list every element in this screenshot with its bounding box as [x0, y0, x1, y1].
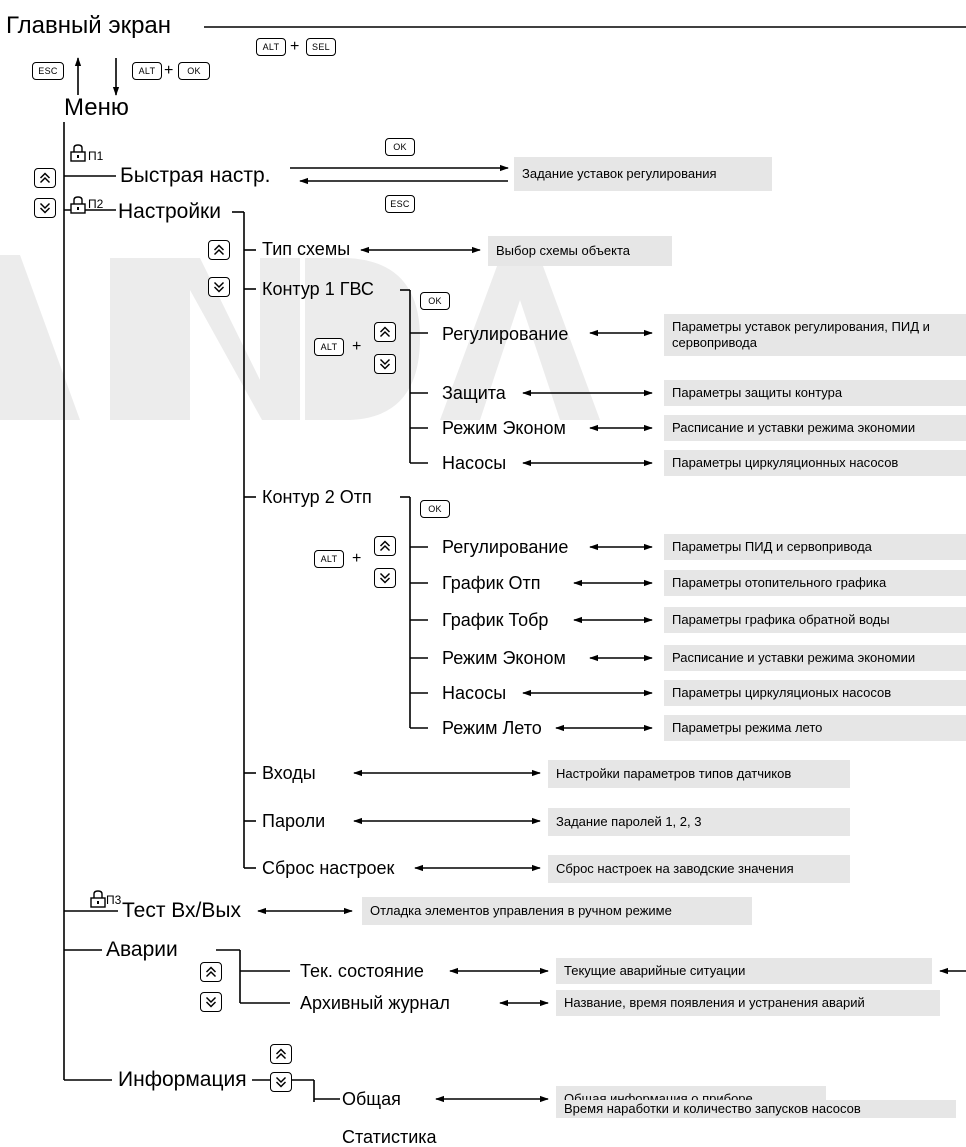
access-level-p3: П3 [106, 893, 122, 907]
menu-tree-connectors [63, 26, 966, 1103]
circuit2-economy-description: Расписание и уставки режима экономии [664, 645, 966, 671]
circuit1-regulation-description: Параметры уставок регулирования, ПИД и с… [664, 314, 966, 356]
circuit1-item-protection[interactable]: Защита [442, 383, 506, 403]
access-level-p1: П1 [88, 149, 104, 163]
ok-key: OK [420, 500, 450, 518]
inputs-description: Настройки параметров типов датчиков [548, 760, 850, 788]
lock-icon [70, 144, 86, 167]
alarms-item-archive[interactable]: Архивный журнал [300, 993, 450, 1013]
menu-item-scheme-type[interactable]: Тип схемы [262, 239, 351, 259]
alarms-current-description: Текущие аварийные ситуации [556, 958, 932, 984]
esc-key: ESC [32, 62, 64, 80]
ok-key: OK [385, 138, 415, 156]
circuit2-heating-graph-description: Параметры отопительного графика [664, 570, 966, 596]
lock-icon [70, 196, 86, 219]
down-arrow-icon [374, 568, 396, 588]
menu-item-circuit1[interactable]: Контур 1 ГВС [262, 279, 374, 299]
down-arrow-icon [270, 1072, 292, 1092]
circuit2-item-return-graph[interactable]: График Тобр [442, 610, 549, 630]
esc-key: ESC [385, 195, 415, 213]
circuit1-economy-description: Расписание и уставки режима экономии [664, 415, 966, 441]
info-item-general[interactable]: Общая [342, 1089, 401, 1109]
menu-item-info[interactable]: Информация [118, 1068, 247, 1091]
up-arrow-icon [208, 240, 230, 260]
circuit2-item-heating-graph[interactable]: График Отп [442, 573, 541, 593]
plus-sign: + [352, 550, 362, 567]
reset-description: Сброс настроек на заводские значения [548, 855, 850, 883]
menu-title: Меню [64, 94, 129, 121]
circuit2-item-regulation[interactable]: Регулирование [442, 537, 569, 557]
menu-item-reset[interactable]: Сброс настроек [262, 858, 395, 878]
circuit1-item-regulation[interactable]: Регулирование [442, 324, 569, 344]
menu-item-inputs[interactable]: Входы [262, 763, 316, 783]
alt-key: ALT [132, 62, 162, 80]
alarms-item-current[interactable]: Тек. состояние [300, 961, 424, 981]
down-arrow-icon [208, 277, 230, 297]
circuit2-summer-description: Параметры режима лето [664, 715, 966, 741]
menu-item-settings[interactable]: Настройки [118, 200, 221, 223]
main-screen-title: Главный экран [6, 12, 172, 39]
passwords-description: Задание паролей 1, 2, 3 [548, 808, 850, 836]
circuit2-item-pumps[interactable]: Насосы [442, 683, 507, 703]
access-level-p2: П2 [88, 197, 104, 211]
up-arrow-icon [374, 536, 396, 556]
io-test-description: Отладка элементов управления в ручном ре… [362, 897, 752, 925]
circuit2-item-economy[interactable]: Режим Эконом [442, 648, 566, 668]
circuit1-protection-description: Параметры защиты контура [664, 380, 966, 406]
info-statistics-description: Время наработки и количество запусков на… [556, 1100, 956, 1118]
up-arrow-icon [200, 962, 222, 982]
circuit1-item-economy[interactable]: Режим Эконом [442, 418, 566, 438]
ok-key: OK [178, 62, 210, 80]
down-arrow-icon [34, 198, 56, 218]
ok-key: OK [420, 292, 450, 310]
circuit2-item-summer[interactable]: Режим Лето [442, 718, 542, 738]
plus-sign: + [290, 38, 300, 55]
plus-sign: + [164, 62, 174, 79]
plus-sign: + [352, 338, 362, 355]
down-arrow-icon [200, 992, 222, 1012]
alt-key: ALT [314, 550, 344, 568]
circuit1-item-pumps[interactable]: Насосы [442, 453, 507, 473]
lock-icon [90, 890, 106, 913]
up-arrow-icon [270, 1044, 292, 1064]
circuit2-regulation-description: Параметры ПИД и сервопривода [664, 534, 966, 560]
watermark [0, 255, 600, 420]
alt-key: ALT [256, 38, 286, 56]
menu-item-io-test[interactable]: Тест Вх/Вых [122, 899, 241, 922]
sel-key: SEL [306, 38, 336, 56]
down-arrow-icon [374, 354, 396, 374]
menu-item-passwords[interactable]: Пароли [262, 811, 326, 831]
info-item-statistics[interactable]: Статистика [342, 1127, 437, 1147]
alarms-archive-description: Название, время появления и устранения а… [556, 990, 940, 1016]
circuit2-pumps-description: Параметры циркуляционых насосов [664, 680, 966, 706]
menu-item-quick-setup[interactable]: Быстрая настр. [120, 164, 271, 187]
quick-setup-description: Задание уставок регулирования [514, 157, 772, 191]
menu-item-circuit2[interactable]: Контур 2 Отп [262, 487, 372, 507]
alt-key: ALT [314, 338, 344, 356]
scheme-type-description: Выбор схемы объекта [488, 236, 672, 266]
menu-item-alarms[interactable]: Аварии [106, 938, 178, 961]
circuit1-pumps-description: Параметры циркуляционных насосов [664, 450, 966, 476]
circuit2-return-graph-description: Параметры графика обратной воды [664, 607, 966, 633]
up-arrow-icon [34, 168, 56, 188]
up-arrow-icon [374, 322, 396, 342]
